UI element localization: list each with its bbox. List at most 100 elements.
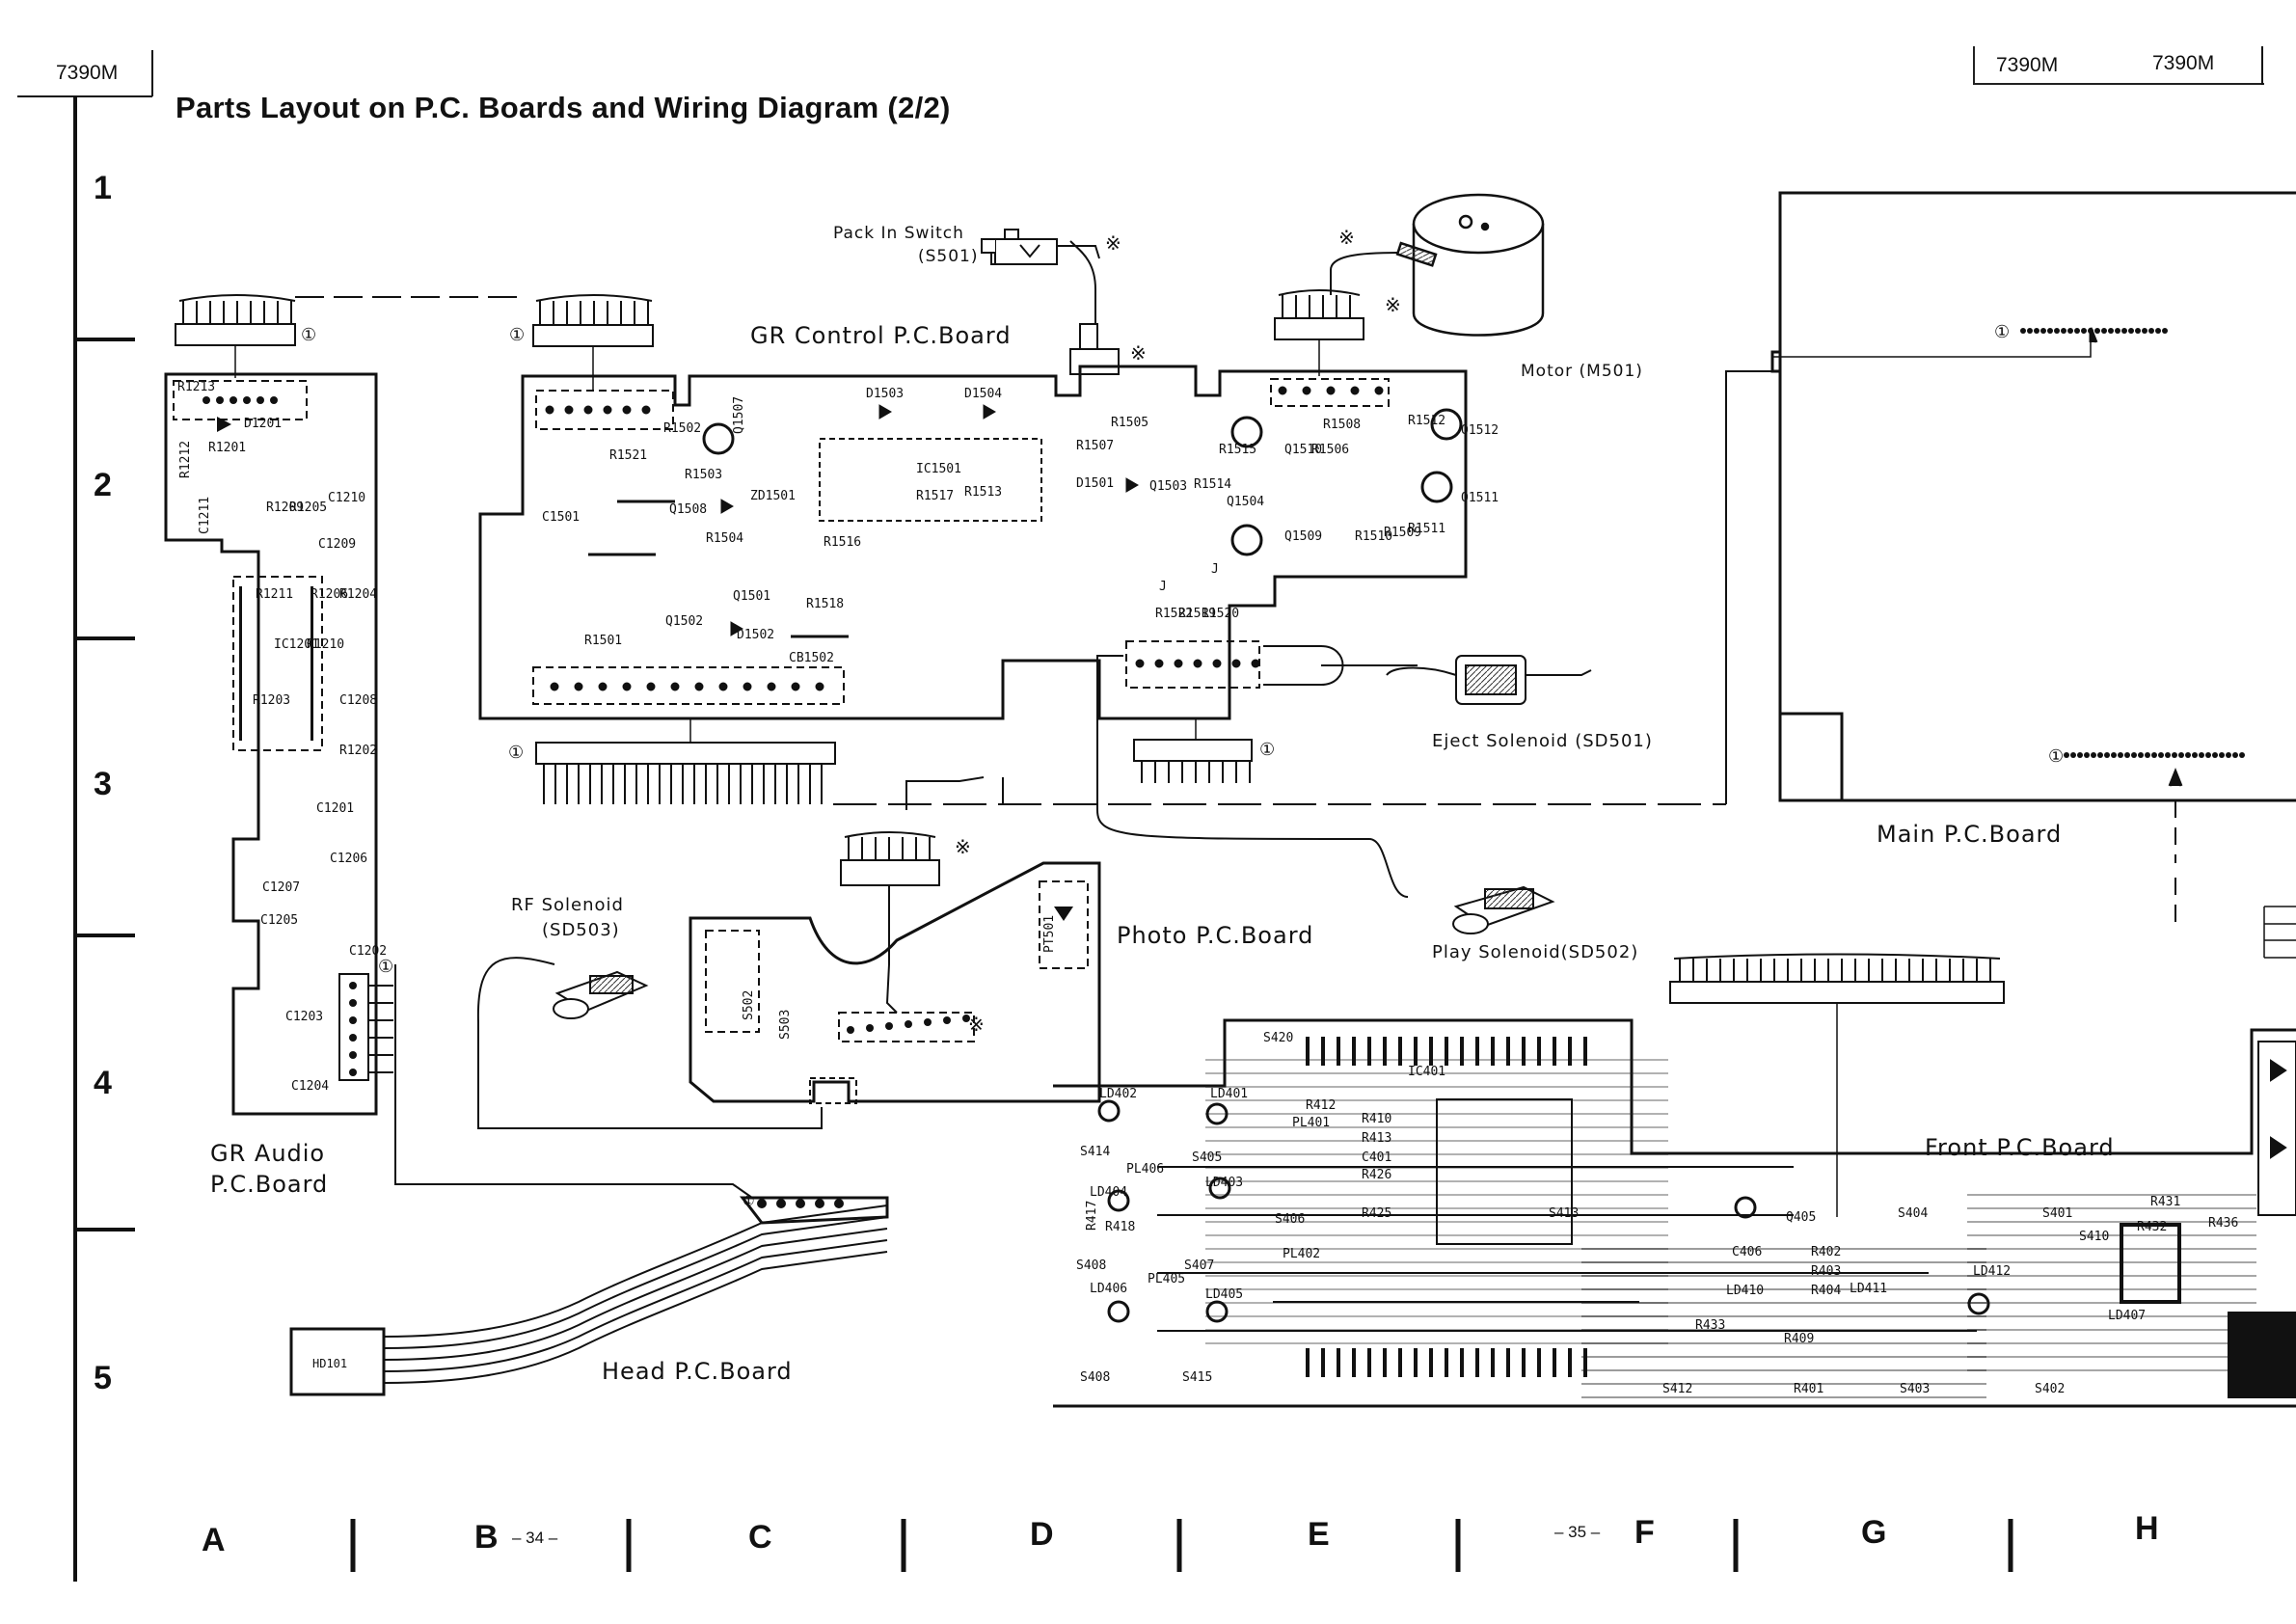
svg-text:S413: S413	[1549, 1206, 1579, 1221]
svg-text:LD407: LD407	[2108, 1309, 2146, 1323]
grid-row-1: 1	[94, 170, 112, 206]
svg-text:S502: S502	[742, 990, 756, 1020]
svg-text:S406: S406	[1275, 1212, 1305, 1227]
svg-text:LD403: LD403	[1205, 1176, 1243, 1190]
front-board-right-edge	[2257, 1041, 2296, 1216]
svg-text:R1522: R1522	[1155, 607, 1193, 621]
svg-text:C1202: C1202	[349, 944, 387, 959]
svg-text:C401: C401	[1362, 1150, 1391, 1165]
svg-text:R1204: R1204	[339, 587, 377, 602]
svg-text:R404: R404	[1811, 1284, 1841, 1298]
svg-text:R1212: R1212	[178, 441, 193, 478]
svg-text:R412: R412	[1306, 1098, 1336, 1113]
connector-mark: ※	[1385, 293, 1401, 316]
page-title: Parts Layout on P.C. Boards and Wiring D…	[176, 91, 951, 124]
svg-text:S405: S405	[1192, 1150, 1222, 1165]
svg-text:R1502: R1502	[663, 421, 701, 436]
svg-text:R401: R401	[1794, 1382, 1823, 1396]
svg-text:R1519: R1519	[1178, 607, 1216, 621]
connector-mark: ※	[1338, 226, 1355, 249]
connector-mark: ①	[378, 957, 394, 977]
grid-col-b: B	[474, 1519, 499, 1556]
svg-text:IC1201: IC1201	[274, 637, 319, 652]
svg-text:S408: S408	[1080, 1370, 1110, 1385]
svg-text:C1210: C1210	[328, 491, 365, 505]
svg-text:R417: R417	[1085, 1201, 1099, 1231]
photo-board-pins	[847, 907, 1073, 1034]
connector-mark: ※	[968, 1013, 985, 1036]
svg-text:S412: S412	[1662, 1382, 1692, 1396]
eject-solenoid	[1386, 655, 1592, 705]
model-number-left: 7390M	[56, 62, 119, 84]
svg-text:R436: R436	[2208, 1216, 2238, 1231]
svg-text:PT501: PT501	[1042, 915, 1057, 953]
svg-text:S407: S407	[1184, 1259, 1214, 1273]
connector-mark: ※	[1105, 231, 1121, 255]
front-board	[1053, 1018, 2296, 1408]
hd101-label: HD101	[312, 1357, 347, 1370]
svg-text:R1512: R1512	[1408, 414, 1445, 428]
rf-solenoid-ref: (SD503)	[542, 920, 620, 940]
gr-audio-board-label-2: P.C.Board	[210, 1171, 329, 1198]
svg-text:R1520: R1520	[1202, 607, 1239, 621]
svg-text:R426: R426	[1362, 1168, 1391, 1182]
connector-mark: ①	[743, 1194, 755, 1209]
svg-text:Q1512: Q1512	[1461, 423, 1499, 438]
head-board	[289, 964, 889, 1396]
svg-text:LD411: LD411	[1850, 1282, 1887, 1296]
gr-audio-pins	[203, 396, 357, 1076]
svg-text:J: J	[1159, 580, 1167, 594]
svg-text:PL406: PL406	[1126, 1162, 1164, 1177]
photo-board-labels: PT501 S502 S503	[742, 915, 1057, 1040]
svg-text:R1210: R1210	[307, 637, 344, 652]
svg-text:R403: R403	[1811, 1264, 1841, 1279]
svg-text:R1515: R1515	[1219, 443, 1256, 457]
svg-text:C1207: C1207	[262, 880, 300, 895]
front-board-label: Front P.C.Board	[1925, 1134, 2115, 1161]
grid-row-5: 5	[94, 1360, 112, 1396]
rf-solenoid-label: RF Solenoid	[511, 895, 624, 915]
svg-text:LD402: LD402	[1099, 1087, 1137, 1101]
svg-text:PL401: PL401	[1292, 1116, 1330, 1130]
svg-text:S404: S404	[1898, 1206, 1928, 1221]
motor-label: Motor (M501)	[1521, 362, 1643, 381]
svg-text:R1507: R1507	[1076, 439, 1114, 453]
svg-text:R1521: R1521	[609, 448, 647, 463]
svg-text:S402: S402	[2035, 1382, 2065, 1396]
svg-text:R1506: R1506	[1311, 443, 1349, 457]
eject-solenoid-label: Eject Solenoid (SD501)	[1432, 731, 1653, 751]
svg-text:S503: S503	[778, 1010, 793, 1040]
main-board-side-marks	[2263, 906, 2296, 959]
svg-text:S401: S401	[2042, 1206, 2072, 1221]
connector-mark: ①	[1994, 322, 2011, 342]
svg-text:R1508: R1508	[1323, 418, 1361, 432]
svg-text:R1209: R1209	[266, 501, 304, 515]
page-number-right: – 35 –	[1554, 1523, 1601, 1541]
svg-text:R1205: R1205	[289, 501, 327, 515]
play-solenoid-label: Play Solenoid(SD502)	[1432, 942, 1639, 962]
grid-col-g: G	[1861, 1514, 1887, 1551]
pack-in-switch-label: Pack In Switch	[833, 224, 964, 243]
grid-col-f: F	[1634, 1514, 1655, 1551]
model-number-right-2: 7390M	[2152, 52, 2215, 74]
svg-text:D1501: D1501	[1076, 476, 1114, 491]
svg-text:R1202: R1202	[339, 744, 377, 758]
svg-text:S403: S403	[1900, 1382, 1930, 1396]
audio-out-wires	[368, 985, 393, 1073]
svg-text:C1201: C1201	[316, 801, 354, 816]
svg-text:PL405: PL405	[1148, 1272, 1185, 1286]
model-box-right	[1973, 46, 2264, 85]
audio-connector-top	[175, 294, 521, 378]
grid-col-a: A	[202, 1522, 226, 1558]
svg-text:R402: R402	[1811, 1245, 1841, 1259]
svg-text:R1503: R1503	[685, 468, 722, 482]
svg-text:R1211: R1211	[256, 587, 293, 602]
svg-text:S410: S410	[2079, 1230, 2109, 1244]
gr-audio-board	[164, 372, 378, 1116]
rf-solenoid	[476, 957, 823, 1129]
svg-text:D1503: D1503	[866, 387, 904, 401]
pack-in-switch	[981, 238, 1058, 265]
svg-text:R418: R418	[1105, 1220, 1135, 1234]
svg-text:R410: R410	[1362, 1112, 1391, 1126]
